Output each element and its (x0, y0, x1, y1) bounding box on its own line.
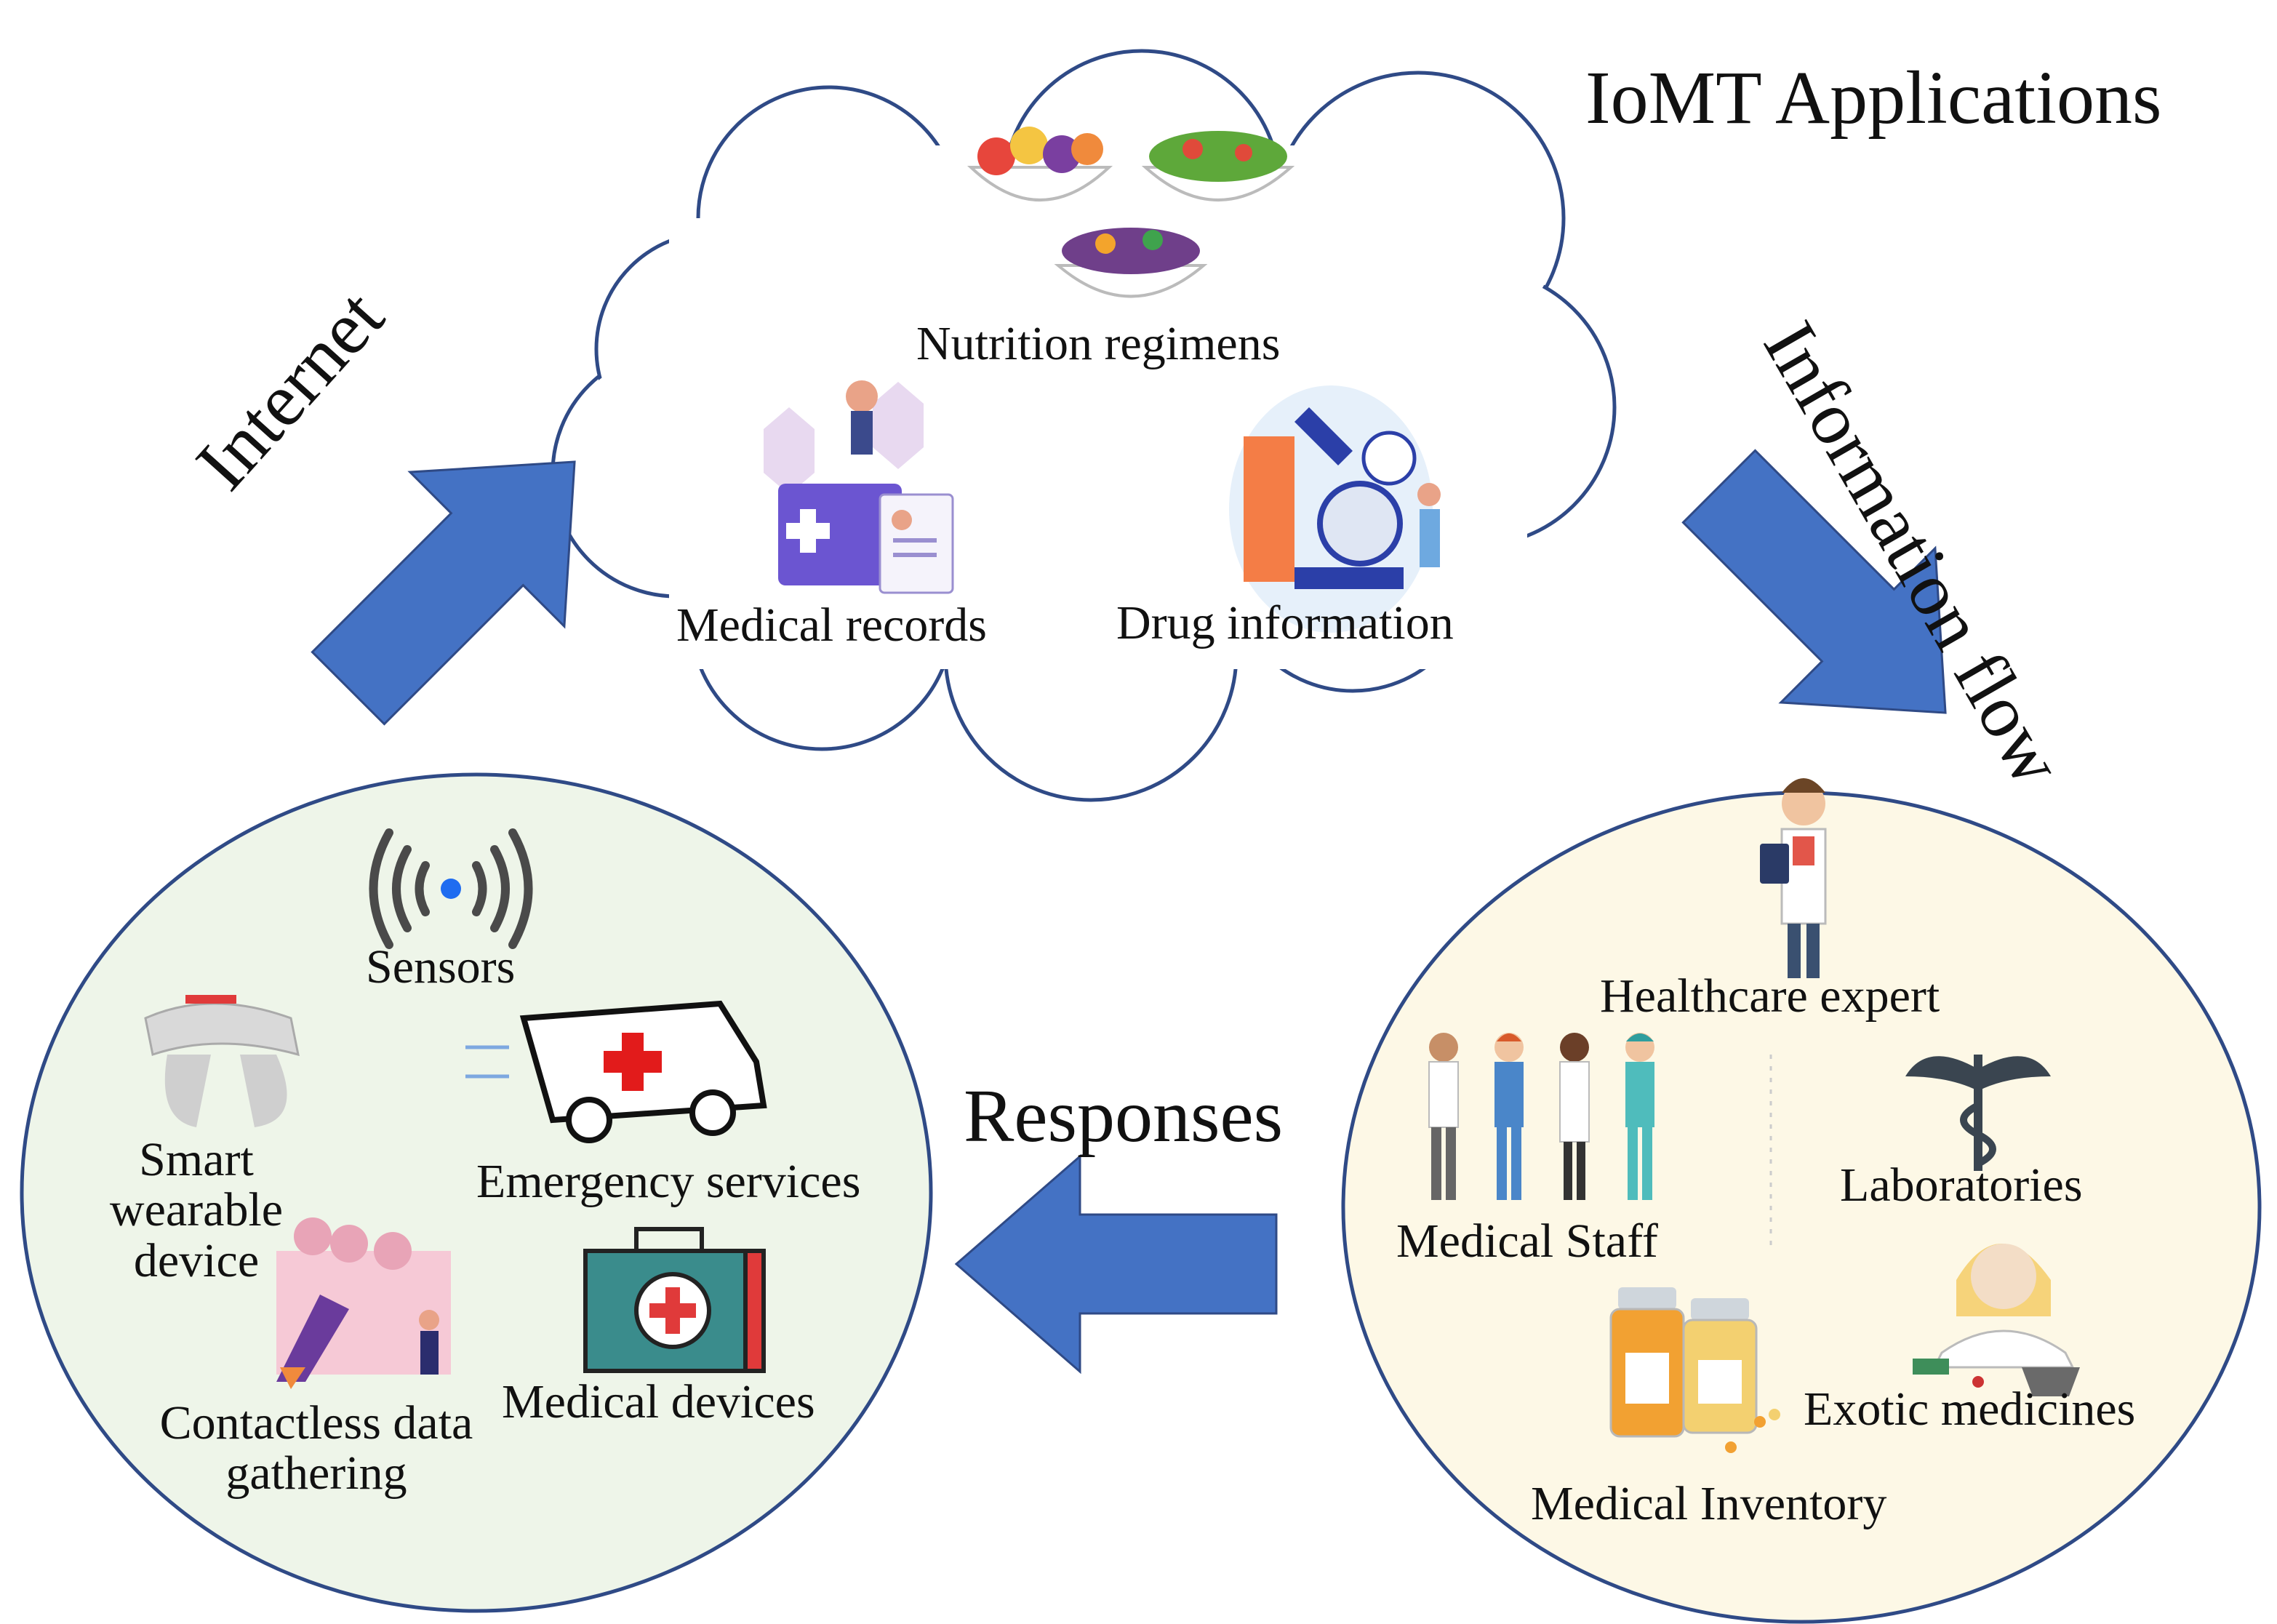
ambulance-icon (465, 1000, 767, 1143)
responses-label: Responses (964, 1074, 1284, 1158)
pharmacist-icon (1913, 1244, 2080, 1396)
nutrition-label: Nutrition regimens (916, 317, 1281, 370)
laboratories-label: Laboratories (1840, 1159, 2083, 1212)
pill-bottles-icon (1609, 1287, 1780, 1453)
ring-wearable-icon (144, 995, 300, 1127)
microscope-icon (1229, 385, 1441, 633)
sensors-label: Sensors (366, 940, 516, 993)
contactless-label: Contactless data gathering (159, 1396, 473, 1500)
medical-devices-label: Medical devices (502, 1375, 815, 1428)
exotic-medicines-label: Exotic medicines (1804, 1383, 2136, 1436)
first-aid-kit-icon (583, 1227, 766, 1373)
caduceus-icon (1905, 1055, 2051, 1171)
responses-arrow (954, 1153, 1278, 1375)
emergency-label: Emergency services (476, 1155, 861, 1208)
healthcare-expert-label: Healthcare expert (1600, 969, 1940, 1023)
smart-wearable-label: Smart wearable device (109, 1133, 284, 1287)
devices-circle (20, 772, 933, 1613)
medical-records-label: Medical records (676, 599, 987, 652)
diagram-title: IoMT Applications (1585, 56, 2162, 140)
medical-staff-icon (1428, 1033, 1654, 1200)
internet-arrow (311, 460, 576, 726)
drug-information-label: Drug information (1116, 596, 1454, 649)
medical-inventory-label: Medical Inventory (1531, 1477, 1887, 1530)
telemedicine-icon (276, 1217, 451, 1389)
salad-bowl-icon (967, 127, 1295, 298)
medical-record-icon (764, 380, 954, 594)
doctor-icon (1760, 778, 1827, 978)
medical-staff-label: Medical Staff (1396, 1215, 1658, 1268)
wireless-signal-icon (369, 828, 533, 949)
information-flow-arrow (1681, 449, 1947, 714)
